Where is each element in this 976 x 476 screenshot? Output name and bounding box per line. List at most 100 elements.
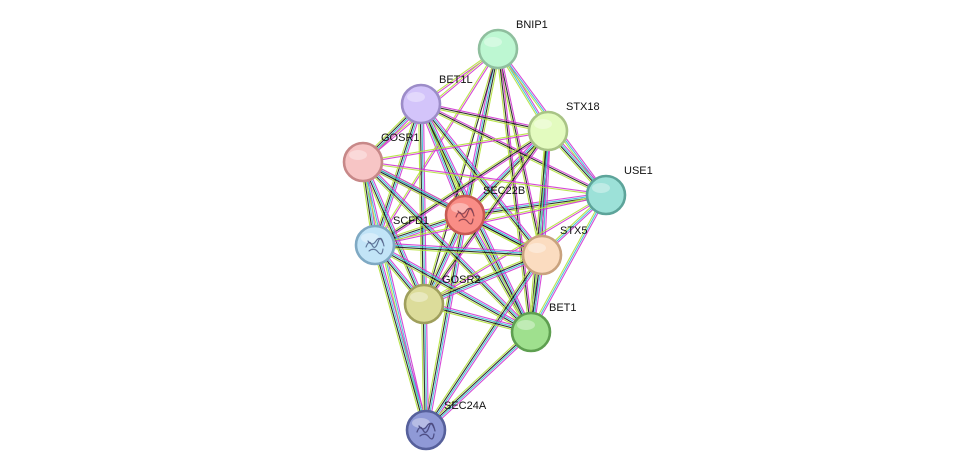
edge-evidence-line [421, 103, 426, 304]
edge-evidence-line [364, 160, 427, 304]
protein-structure-icon [416, 422, 436, 440]
node-gosr2[interactable]: GOSR2 [403, 274, 481, 325]
node-label: STX5 [560, 225, 588, 237]
edge-stx18-scfd1 [373, 129, 550, 247]
edge-evidence-line [373, 246, 531, 335]
edge-evidence-line [495, 49, 530, 333]
edge-evidence-line [374, 245, 542, 257]
node-highlight [407, 92, 425, 102]
node-stx5[interactable]: STX5 [521, 225, 588, 276]
node-circle[interactable] [527, 110, 569, 152]
node-bet1l[interactable]: BET1L [400, 74, 473, 125]
edge-evidence-line [423, 130, 549, 305]
edge-evidence-line [375, 131, 550, 247]
edge-evidence-line [420, 103, 607, 196]
edge-evidence-line [423, 193, 606, 304]
node-bnip1[interactable]: BNIP1 [477, 19, 548, 70]
protein-structure-icon [365, 237, 385, 255]
edge-evidence-line [375, 243, 543, 255]
edge-evidence-line [364, 159, 534, 331]
node-circle[interactable] [585, 174, 627, 216]
edge-evidence-line [374, 193, 606, 245]
node-circle[interactable] [403, 283, 445, 325]
node-sec22b[interactable]: SEC22B [444, 185, 525, 236]
node-circle[interactable] [510, 311, 552, 353]
edge-evidence-line [543, 131, 551, 256]
node-circle[interactable] [342, 141, 384, 183]
node-highlight [412, 418, 430, 428]
node-circle[interactable] [405, 409, 447, 451]
edge-evidence-line [373, 103, 421, 245]
edge-use1-scfd1 [374, 193, 607, 247]
edge-evidence-line [361, 162, 424, 305]
node-gosr1[interactable]: GOSR1 [342, 132, 420, 183]
edge-evidence-line [422, 304, 426, 431]
node-label: SEC22B [483, 185, 525, 197]
edge-evidence-line [420, 104, 606, 197]
edge-evidence-line [362, 162, 531, 333]
node-label: SEC24A [444, 400, 487, 412]
edge-evidence-line [363, 161, 426, 304]
edge-evidence-line [375, 195, 607, 247]
node-highlight [528, 243, 546, 253]
node-label: GOSR2 [442, 274, 481, 286]
edge-scfd1-bet1 [373, 242, 533, 335]
edge-stx18-gosr1 [362, 129, 549, 164]
node-circle[interactable] [400, 83, 442, 125]
edge-evidence-line [421, 101, 549, 130]
edge-evidence-line [530, 194, 607, 333]
edge-evidence-line [421, 304, 425, 431]
edge-evidence-line [466, 49, 501, 216]
node-use1[interactable]: USE1 [585, 165, 653, 216]
edge-evidence-line [363, 131, 549, 164]
edge-evidence-line [427, 256, 545, 432]
edge-evidence-line [423, 253, 541, 429]
edge-evidence-line [425, 303, 429, 430]
edge-evidence-line [422, 252, 542, 303]
edge-evidence-line [375, 242, 543, 254]
edge-evidence-line [360, 162, 425, 431]
node-label: SCFD1 [393, 215, 429, 227]
protein-structure-icon [455, 207, 475, 225]
edge-evidence-line [425, 331, 531, 430]
node-highlight [517, 320, 535, 330]
node-circle[interactable] [521, 234, 563, 276]
node-label: STX18 [566, 101, 600, 113]
edge-evidence-line [426, 255, 544, 431]
node-highlight [361, 233, 379, 243]
edge-evidence-line [373, 48, 498, 245]
node-stx18[interactable]: STX18 [527, 101, 600, 152]
edge-evidence-line [464, 192, 606, 214]
node-highlight [484, 37, 502, 47]
edge-evidence-line [424, 256, 544, 307]
edge-evidence-line [364, 161, 429, 430]
edge-evidence-line [374, 246, 542, 258]
edge-evidence-line [418, 104, 423, 305]
node-scfd1[interactable]: SCFD1 [354, 215, 429, 266]
node-sec24a[interactable]: SEC24A [405, 400, 487, 451]
node-circle[interactable] [354, 224, 396, 266]
edge-evidence-line [373, 245, 426, 431]
edge-evidence-line [427, 333, 534, 433]
edge-evidence-line [419, 104, 542, 256]
edge-evidence-line [499, 48, 534, 332]
edge-evidence-line [424, 254, 542, 430]
edge-evidence-line [376, 244, 429, 430]
edge-evidence-line [375, 242, 533, 331]
edge-evidence-line [362, 161, 427, 431]
node-label: BET1 [549, 302, 577, 314]
edge-evidence-line [542, 131, 550, 256]
edge-evidence-line [424, 255, 543, 306]
edge-stx5-gosr2 [422, 252, 544, 307]
edge-evidence-line [528, 130, 547, 332]
node-bet1[interactable]: BET1 [510, 302, 577, 353]
edge-gosr1-use1 [362, 160, 607, 197]
node-circle[interactable] [444, 194, 486, 236]
edge-scfd1-sec24a [372, 244, 429, 431]
edge-evidence-line [531, 195, 608, 334]
node-circle[interactable] [477, 28, 519, 70]
edge-evidence-line [374, 130, 549, 246]
edge-use1-bet1 [529, 193, 608, 334]
